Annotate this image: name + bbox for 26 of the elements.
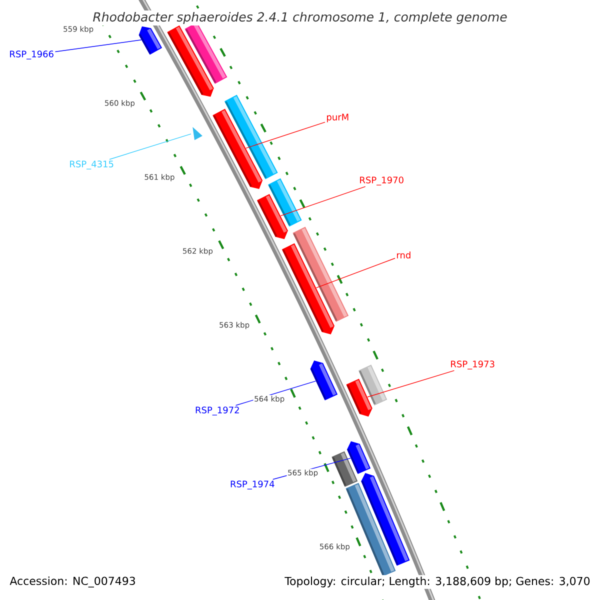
gene-block <box>292 226 349 322</box>
footer-text: Accession: NC_007493 <box>8 575 138 589</box>
title: Rhodobacter sphaeroides 2.4.1 chromosome 1, complete genome <box>91 10 509 26</box>
gene-block <box>268 178 302 227</box>
gene-block <box>361 473 410 566</box>
leader-line <box>54 40 142 52</box>
gene-label: RSP_1966 <box>10 50 54 60</box>
footer-text: Topology: circular; Length: 3,188,609 bp; Genes: 3,070 <box>283 575 592 589</box>
leader-line <box>316 258 396 288</box>
gene-label: rnd <box>397 252 410 258</box>
gene-label: RSP_1974 <box>230 480 274 490</box>
gene-block <box>192 127 202 140</box>
gene-label: RSP_4315 <box>70 160 114 170</box>
gene-block <box>358 364 388 406</box>
gene-block <box>310 360 338 400</box>
leader-line <box>246 122 326 149</box>
gene-block <box>332 451 358 487</box>
leader-line <box>367 370 455 398</box>
leader-line <box>109 134 192 160</box>
gene-label: RSP_1973 <box>451 360 494 370</box>
gene-label: RSP_1970 <box>360 176 404 186</box>
gene-block <box>224 94 278 180</box>
gene-label: purM <box>327 114 348 122</box>
gene-block <box>138 26 162 55</box>
leader-line <box>280 186 366 216</box>
gene-label: RSP_1972 <box>196 406 239 416</box>
